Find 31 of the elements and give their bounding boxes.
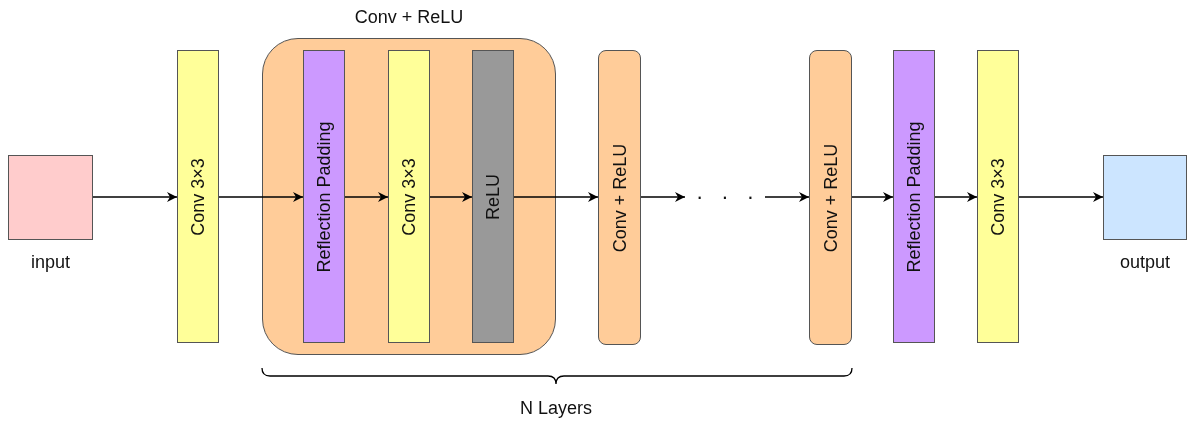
layer-label: ReLU <box>482 173 504 220</box>
group-title: Conv + ReLU <box>354 7 464 28</box>
layer-label: Reflection Padding <box>903 120 925 273</box>
arrow <box>640 192 686 202</box>
arrow <box>1018 192 1104 202</box>
arrow <box>92 192 178 202</box>
arrow <box>344 192 389 202</box>
layer-label: Conv + ReLU <box>820 143 841 252</box>
io-label: output <box>1120 252 1170 273</box>
arrow <box>429 192 473 202</box>
layer-label: Conv 3×3 <box>187 157 209 236</box>
arrow <box>513 192 599 202</box>
layer-label: Reflection Padding <box>313 120 335 273</box>
brace-label: N Layers <box>520 397 592 419</box>
block-layer <box>809 50 852 345</box>
conv-layer <box>388 50 430 343</box>
block-layer <box>598 50 641 345</box>
conv-layer <box>177 50 219 343</box>
layer-label: Conv 3×3 <box>398 157 420 236</box>
activation-layer <box>472 50 514 343</box>
arrow <box>934 192 978 202</box>
layer-label: Conv + ReLU <box>609 143 630 252</box>
io-label: input <box>31 252 70 273</box>
padding-layer <box>893 50 935 343</box>
conv-layer <box>977 50 1019 343</box>
ellipsis: · · · <box>694 184 761 210</box>
layer-label: Conv 3×3 <box>987 157 1009 236</box>
arrow <box>218 192 304 202</box>
arrow <box>764 192 810 202</box>
arrow <box>851 192 894 202</box>
padding-layer <box>303 50 345 343</box>
